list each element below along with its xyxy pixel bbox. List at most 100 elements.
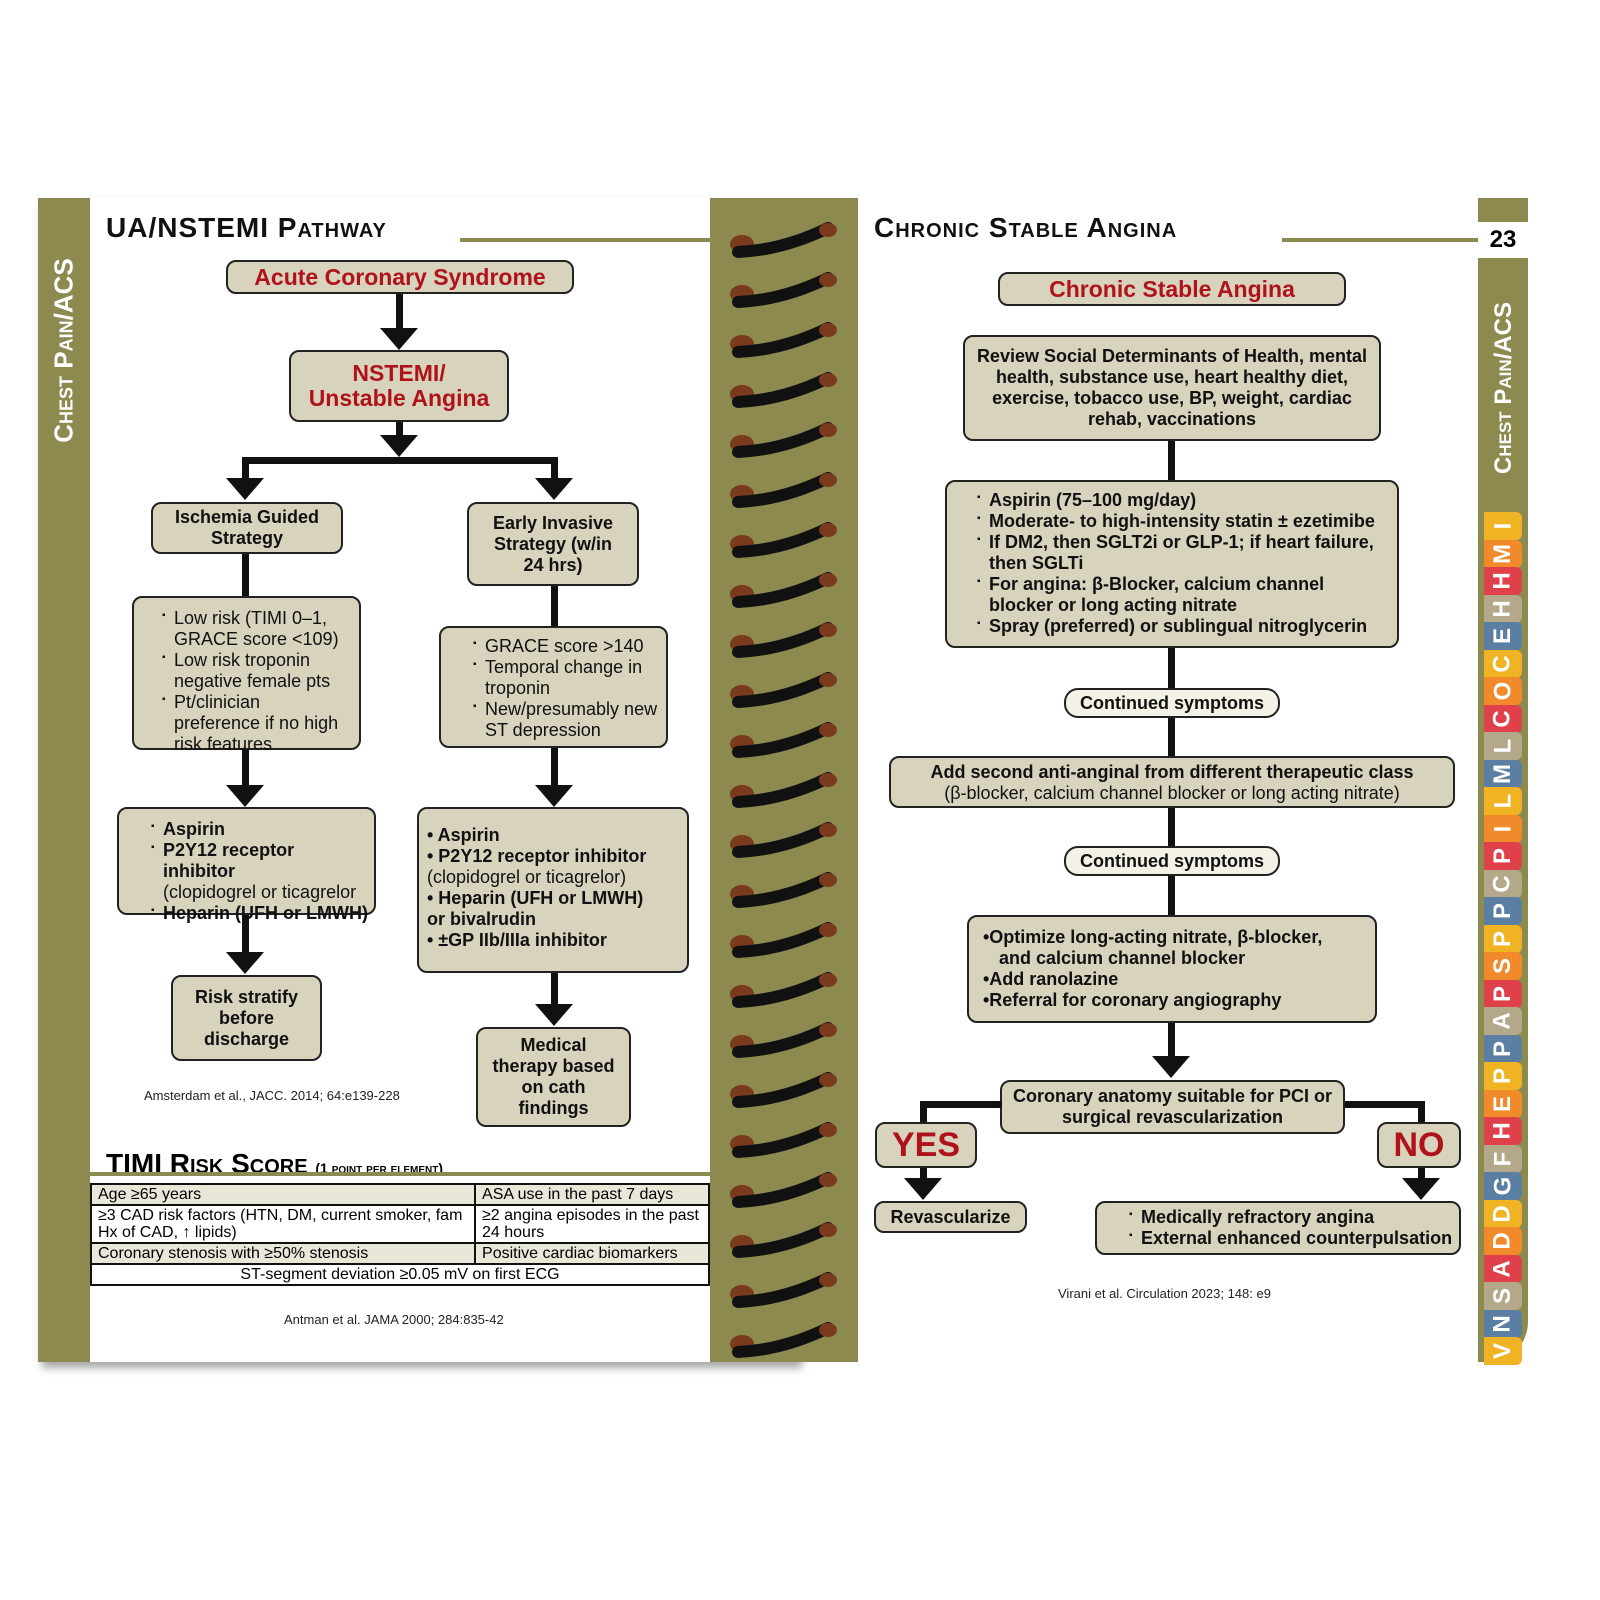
- page-number: 23: [1478, 222, 1528, 258]
- yes-label: YES: [875, 1122, 977, 1168]
- index-tab-letter: I: [1488, 825, 1516, 832]
- med: or bivalrudin: [427, 909, 537, 929]
- continued-symptoms-label: Continued symptoms: [1064, 846, 1280, 876]
- nstemi-line: NSTEMI/: [352, 360, 446, 386]
- index-tab-letter: P: [1488, 930, 1516, 947]
- citation: Virani et al. Circulation 2023; 148: e9: [1058, 1286, 1271, 1301]
- review-box: Review Social Determinants of Health, me…: [963, 335, 1381, 441]
- arrow-icon: [904, 1178, 942, 1200]
- index-tab-letter: O: [1488, 681, 1516, 701]
- index-tab-letter: H: [1489, 572, 1516, 590]
- index-tab[interactable]: I: [1484, 512, 1522, 540]
- index-tab-letter: M: [1489, 763, 1516, 784]
- risk-stratify-box: Risk stratify before discharge: [171, 975, 322, 1061]
- side-tab-label: Chest Pain/ACS: [1490, 301, 1517, 474]
- table-row: ≥3 CAD risk factors (HTN, DM, current sm…: [89, 1204, 710, 1244]
- index-tab[interactable]: P: [1484, 1062, 1522, 1090]
- index-tab[interactable]: E: [1484, 622, 1522, 650]
- invasive-criteria-box: GRACE score >140Temporal change in tropo…: [439, 626, 668, 748]
- criterion: New/presumably new ST depression: [473, 696, 660, 741]
- index-tab-letter: A: [1489, 1259, 1516, 1278]
- index-tab[interactable]: G: [1484, 1172, 1522, 1200]
- index-tab[interactable]: C: [1484, 869, 1522, 898]
- index-tab-letter: I: [1488, 522, 1516, 530]
- index-tab[interactable]: D: [1484, 1199, 1522, 1228]
- acs-box: Acute Coronary Syndrome: [226, 260, 574, 294]
- index-tab[interactable]: C: [1484, 649, 1522, 678]
- index-tab[interactable]: A: [1484, 1254, 1522, 1283]
- spiral-coil-icon: [728, 572, 838, 608]
- index-tab-letter: S: [1488, 1287, 1516, 1305]
- index-tab[interactable]: H: [1484, 594, 1522, 623]
- step: •Add ranolazine: [983, 969, 1119, 989]
- ischemia-meds-box: AspirinP2Y12 receptor inhibitor(clopidog…: [117, 807, 376, 923]
- index-tab[interactable]: E: [1484, 1089, 1522, 1118]
- index-tab-letter: D: [1489, 1204, 1516, 1223]
- index-tab[interactable]: P: [1484, 979, 1522, 1008]
- index-tab[interactable]: L: [1484, 732, 1522, 760]
- index-tab-letter: S: [1488, 957, 1516, 975]
- invasive-box: Early Invasive Strategy (w/in 24 hrs): [467, 502, 639, 586]
- index-tab[interactable]: I: [1484, 814, 1522, 843]
- spiral-coil-icon: [728, 1022, 838, 1058]
- arrow-icon: [380, 328, 418, 350]
- index-tab[interactable]: L: [1484, 787, 1522, 815]
- index-tab[interactable]: D: [1484, 1227, 1522, 1255]
- arrow-icon: [1152, 1056, 1190, 1078]
- index-tab-letter: N: [1489, 1314, 1516, 1333]
- table-row: ST-segment deviation ≥0.05 mV on first E…: [90, 1263, 710, 1286]
- spiral-coil-icon: [728, 1122, 838, 1158]
- index-tab[interactable]: P: [1484, 1034, 1522, 1063]
- page-title: UA/NSTEMI Pathway: [106, 212, 387, 243]
- index-tab[interactable]: M: [1484, 759, 1522, 788]
- revascularize-box: Revascularize: [874, 1201, 1027, 1233]
- citation: Antman et al. JAMA 2000; 284:835-42: [284, 1312, 504, 1327]
- spiral-coil-icon: [728, 272, 838, 308]
- med-note: (clopidogrel or ticagrelor): [427, 867, 627, 887]
- index-tab[interactable]: O: [1484, 677, 1522, 705]
- spiral-coil-icon: [728, 1322, 838, 1358]
- spiral-coil-icon: [728, 672, 838, 708]
- add-second-note: (β-blocker, calcium channel blocker or l…: [944, 783, 1400, 803]
- spiral-coil-icon: [728, 872, 838, 908]
- invasive-meds-box: • Aspirin• P2Y12 receptor inhibitor(clop…: [417, 807, 689, 973]
- index-tab[interactable]: H: [1484, 1117, 1522, 1145]
- arrow-icon: [380, 435, 418, 457]
- index-tab[interactable]: N: [1484, 1309, 1522, 1338]
- option: Medically refractory angina: [1129, 1204, 1453, 1228]
- med: Heparin (UFH or LMWH): [151, 900, 368, 924]
- initial-therapy-box: Aspirin (75–100 mg/day)Moderate- to high…: [945, 480, 1399, 648]
- index-tab[interactable]: P: [1484, 924, 1522, 953]
- step: •Optimize long-acting nitrate, β-blocker…: [983, 927, 1323, 947]
- therapy: If DM2, then SGLT2i or GLP-1; if heart f…: [977, 529, 1391, 574]
- index-tab[interactable]: M: [1484, 539, 1522, 568]
- index-tab[interactable]: V: [1484, 1337, 1522, 1365]
- csa-box: Chronic Stable Angina: [998, 272, 1346, 306]
- arrow-icon: [1402, 1178, 1440, 1200]
- refractory-box: Medically refractory anginaExternal enha…: [1095, 1201, 1461, 1255]
- index-tab[interactable]: P: [1484, 897, 1522, 925]
- continued-symptoms-label: Continued symptoms: [1064, 688, 1280, 718]
- index-tab[interactable]: P: [1484, 842, 1522, 870]
- table-cell: ST-segment deviation ≥0.05 mV on first E…: [90, 1263, 710, 1286]
- index-tab[interactable]: C: [1484, 704, 1522, 733]
- index-tab[interactable]: S: [1484, 952, 1522, 980]
- index-tab-letter: D: [1489, 1232, 1516, 1250]
- add-second-text: Add second anti-anginal from different t…: [930, 762, 1414, 782]
- step: •Referral for coronary angiography: [983, 990, 1282, 1010]
- spiral-coil-icon: [728, 522, 838, 558]
- index-tab[interactable]: F: [1484, 1144, 1522, 1173]
- index-tab[interactable]: S: [1484, 1282, 1522, 1310]
- spiral-coil-icon: [728, 372, 838, 408]
- therapy: Aspirin (75–100 mg/day): [977, 487, 1391, 511]
- index-tab[interactable]: A: [1484, 1007, 1522, 1035]
- index-tab[interactable]: H: [1484, 567, 1522, 595]
- optimize-box: •Optimize long-acting nitrate, β-blocker…: [967, 915, 1377, 1023]
- add-second-box: Add second anti-anginal from different t…: [889, 756, 1455, 808]
- table-cell: Positive cardiac biomarkers: [474, 1242, 710, 1265]
- no-label: NO: [1377, 1122, 1461, 1168]
- med: • Heparin (UFH or LMWH): [427, 888, 644, 908]
- index-tab-letter: C: [1489, 709, 1516, 728]
